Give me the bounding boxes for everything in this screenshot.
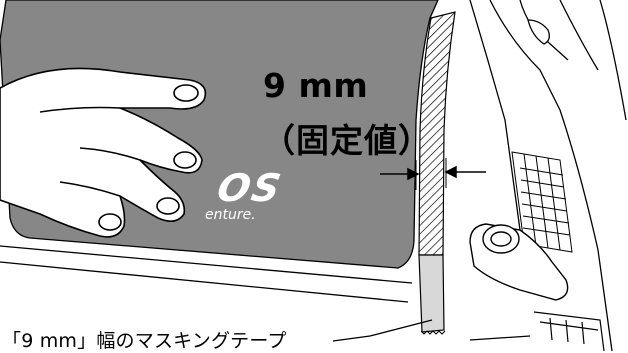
hand [0,67,207,238]
machine-frame [469,0,627,351]
vent-grid [511,151,573,253]
masking-tape-end [418,254,445,333]
platform-outline [0,245,413,303]
caption-leader-line [332,319,433,342]
lower-frame [469,311,605,351]
tape-torn-edge [420,330,446,335]
mat-logo-tagline: enture. [205,207,256,223]
knob [469,223,569,301]
dimension-arrows [380,158,486,190]
tape-caption: 「9 mm」幅のマスキングテープ [2,330,287,352]
mat-logo: OS [213,166,287,210]
dimension-value-label: 9 mm [263,66,369,105]
dimension-note-label: （固定値） [262,121,432,160]
